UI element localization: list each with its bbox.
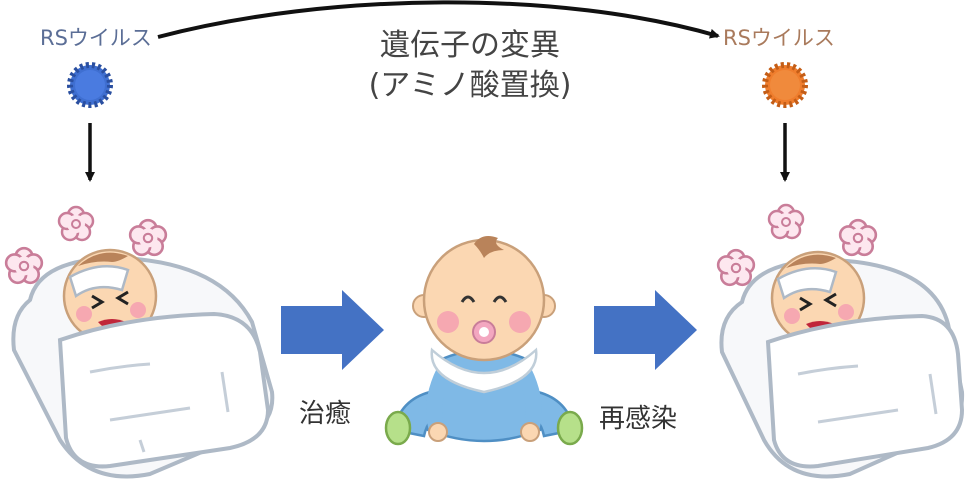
fever-cloud-icon xyxy=(838,218,878,257)
sitting-baby-icon xyxy=(384,236,584,446)
reinfection-flow-arrow xyxy=(594,290,697,370)
virus-icon-right xyxy=(762,62,808,108)
fever-cloud-icon xyxy=(716,248,756,287)
mutation-caption-line-1: 遺伝子の変異 xyxy=(380,28,560,63)
fever-cloud-icon xyxy=(57,205,95,242)
fever-cloud-icon xyxy=(128,218,168,257)
virus-label-left: RSウイルス xyxy=(40,26,152,50)
reinfection-label: 再感染 xyxy=(599,404,678,434)
treatment-flow-arrow xyxy=(281,290,384,370)
mutation-arrow xyxy=(157,0,720,39)
treatment-label: 治癒 xyxy=(299,399,352,429)
virus-icon-left xyxy=(67,62,113,108)
mutation-caption-line-2: (アミノ酸置換) xyxy=(368,68,572,103)
virus-label-right: RSウイルス xyxy=(723,26,835,50)
sick-baby-in-bed-right xyxy=(716,203,965,479)
fever-cloud-icon xyxy=(4,246,44,285)
fever-cloud-icon xyxy=(767,203,805,240)
sick-baby-in-bed-left xyxy=(4,205,275,479)
